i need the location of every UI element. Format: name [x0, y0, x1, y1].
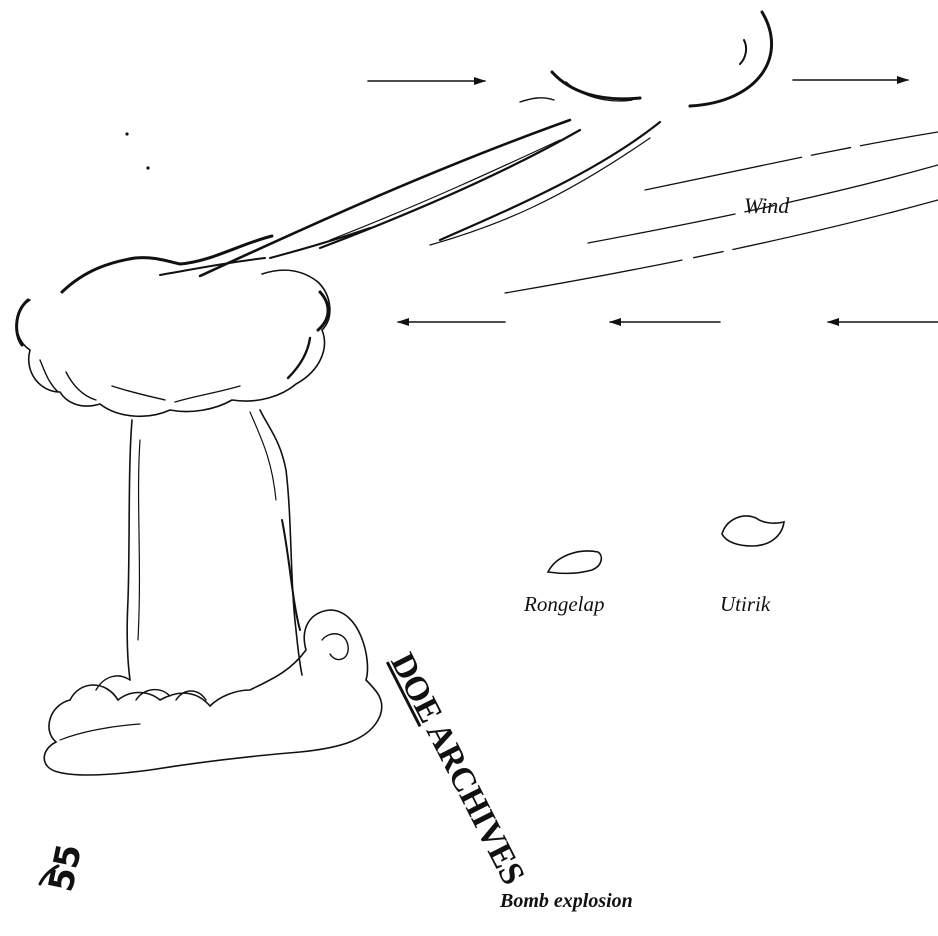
figure-caption: Bomb explosion — [500, 890, 633, 913]
mushroom-cap-inner-3 — [112, 386, 165, 400]
cloud-streak-4 — [440, 122, 660, 240]
mushroom-cap-inner-2 — [66, 372, 96, 400]
mushroom-cap-inner-5 — [288, 338, 310, 378]
base-cloud-inner-1 — [96, 676, 130, 690]
mushroom-stem-right — [260, 410, 302, 675]
mushroom-stem-right-2 — [250, 412, 276, 500]
cloud-wisp-small — [520, 98, 554, 102]
cloud-crescent-right — [690, 12, 772, 106]
rongelap-label: Rongelap — [524, 592, 604, 617]
cloud-streak-2 — [320, 130, 580, 248]
mushroom-cap-top-2 — [160, 258, 265, 275]
mushroom-stem-left-2 — [138, 440, 140, 640]
cloud-crescent-right-tick — [740, 40, 746, 64]
utirik-label: Utirik — [720, 592, 770, 617]
dot-1 — [125, 132, 128, 135]
wind-line-1 — [645, 132, 938, 190]
wind-line-3 — [505, 200, 938, 293]
cloud-streak-1 — [200, 120, 570, 276]
base-cloud-outline — [44, 610, 382, 775]
mushroom-cap-inner-4 — [175, 386, 240, 402]
mushroom-stem-left — [127, 420, 132, 680]
base-cloud-swirl — [322, 634, 348, 660]
cloud-streak-3 — [330, 140, 560, 240]
utirik-island — [722, 516, 784, 546]
mushroom-cap-top — [62, 236, 272, 292]
cloud-streak-6 — [270, 228, 370, 258]
cloud-crescent-left — [552, 72, 640, 99]
base-cloud-inner-4 — [60, 724, 140, 740]
mushroom-cap-left-bracket — [17, 300, 28, 345]
dot-2 — [146, 166, 149, 169]
wind-label: Wind — [744, 193, 789, 219]
rongelap-island — [548, 551, 601, 573]
